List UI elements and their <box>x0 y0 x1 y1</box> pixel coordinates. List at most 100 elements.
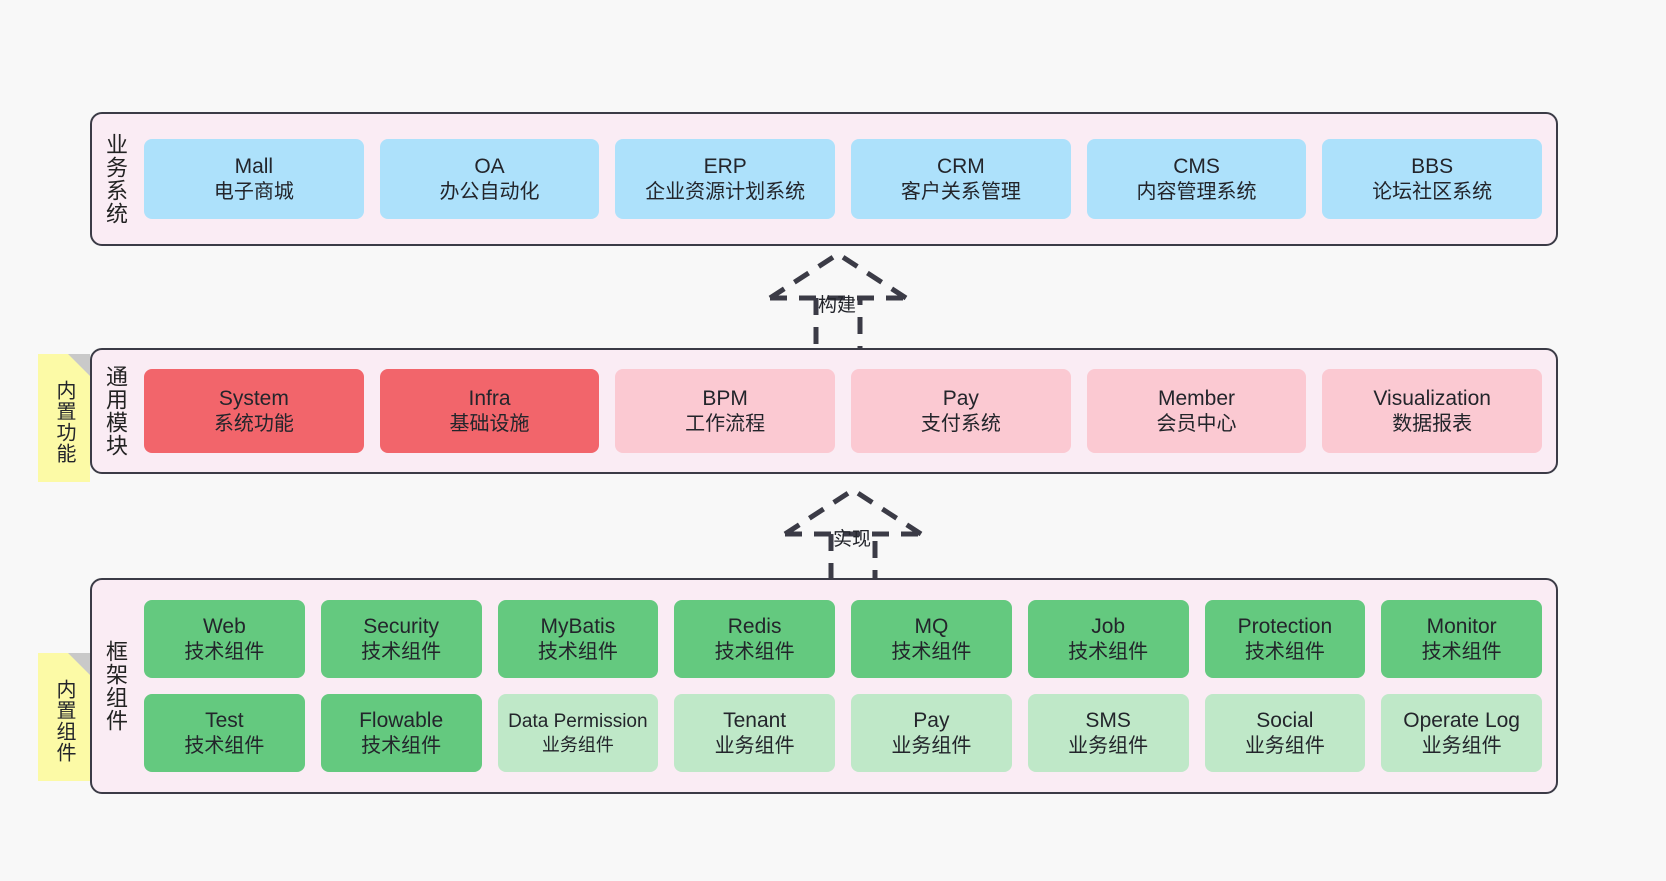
box-subtitle: 企业资源计划系统 <box>645 180 806 203</box>
box-subtitle: 业务组件 <box>1421 734 1502 757</box>
layer-title-common-modules: 通用模块 <box>102 365 128 457</box>
box-subtitle: 内容管理系统 <box>1136 180 1257 203</box>
box-title: CMS <box>1173 154 1220 178</box>
box-subtitle: 技术组件 <box>891 640 972 663</box>
box-title: BBS <box>1411 154 1454 178</box>
connector-build-label: 构建 <box>818 295 857 316</box>
box-subtitle: 业务组件 <box>541 734 614 755</box>
layer-title-framework-components: 框架组件 <box>102 640 128 732</box>
box-security[interactable]: Security 技术组件 <box>320 600 482 678</box>
cell-row: Test 技术组件 Flowable 技术组件 Data Permission … <box>144 694 1542 772</box>
box-subtitle: 基础设施 <box>449 412 530 435</box>
box-crm[interactable]: CRM 客户关系管理 <box>851 139 1071 219</box>
box-subtitle: 技术组件 <box>714 640 795 663</box>
sticky-note-builtin-features: 内置功能 <box>38 354 90 482</box>
connector-build-arrow <box>768 251 908 355</box>
box-subtitle: 业务组件 <box>1068 734 1149 757</box>
box-cms[interactable]: CMS 内容管理系统 <box>1086 139 1307 219</box>
box-title: Tenant <box>723 708 787 732</box>
box-social[interactable]: Social 业务组件 <box>1204 694 1366 772</box>
box-subtitle: 技术组件 <box>361 640 442 663</box>
box-title: Operate Log <box>1403 708 1520 732</box>
cell-row: Web 技术组件 Security 技术组件 MyBatis 技术组件 Redi… <box>144 600 1542 678</box>
layer-business-systems: 业务系统 Mall 电子商城 OA 办公自动化 ERP 企业资源计划系统 CRM… <box>90 112 1558 246</box>
box-subtitle: 技术组件 <box>184 734 265 757</box>
box-sms[interactable]: SMS 业务组件 <box>1027 694 1189 772</box>
box-subtitle: 电子商城 <box>213 180 294 203</box>
box-subtitle: 业务组件 <box>1244 734 1325 757</box>
box-title: Job <box>1091 614 1126 638</box>
cell-row: Mall 电子商城 OA 办公自动化 ERP 企业资源计划系统 CRM 客户关系… <box>144 139 1543 219</box>
box-subtitle: 工作流程 <box>685 412 766 435</box>
box-title: Data Permission <box>508 711 648 733</box>
box-title: SMS <box>1085 708 1131 732</box>
box-mall[interactable]: Mall 电子商城 <box>144 139 364 219</box>
box-subtitle: 技术组件 <box>361 734 442 757</box>
layer-body-business-systems: Mall 电子商城 OA 办公自动化 ERP 企业资源计划系统 CRM 客户关系… <box>138 114 1556 244</box>
box-title: CRM <box>936 154 985 178</box>
layer-body-framework-components: Web 技术组件 Security 技术组件 MyBatis 技术组件 Redi… <box>138 580 1556 792</box>
box-title: Test <box>205 708 244 732</box>
box-test[interactable]: Test 技术组件 <box>144 694 305 772</box>
layer-title-business-systems: 业务系统 <box>102 133 128 225</box>
box-title: Monitor <box>1426 614 1497 638</box>
box-system[interactable]: System 系统功能 <box>144 369 364 453</box>
box-title: Infra <box>468 386 511 410</box>
box-title: Flowable <box>359 708 444 732</box>
box-tenant[interactable]: Tenant 业务组件 <box>674 694 835 772</box>
box-visualization[interactable]: Visualization 数据报表 <box>1322 369 1543 453</box>
box-title: Pay <box>942 386 979 410</box>
box-title: Social <box>1256 708 1314 732</box>
box-web[interactable]: Web 技术组件 <box>144 600 305 678</box>
box-subtitle: 会员中心 <box>1156 412 1237 435</box>
box-operate-log[interactable]: Operate Log 业务组件 <box>1381 694 1542 772</box>
box-pay-component[interactable]: Pay 业务组件 <box>851 694 1012 772</box>
box-monitor[interactable]: Monitor 技术组件 <box>1381 600 1542 678</box>
box-title: Protection <box>1237 614 1333 638</box>
box-erp[interactable]: ERP 企业资源计划系统 <box>615 139 836 219</box>
box-title: Mall <box>234 154 274 178</box>
sticky-note-label: 内置组件 <box>53 679 75 763</box>
box-member[interactable]: Member 会员中心 <box>1086 369 1307 453</box>
box-subtitle: 支付系统 <box>920 412 1001 435</box>
box-subtitle: 技术组件 <box>184 640 265 663</box>
box-subtitle: 技术组件 <box>537 640 618 663</box>
box-title: Web <box>202 614 246 638</box>
box-infra[interactable]: Infra 基础设施 <box>379 369 600 453</box>
box-title: OA <box>474 154 505 178</box>
layer-framework-components: 框架组件 Web 技术组件 Security 技术组件 MyBatis 技术组件… <box>90 578 1558 794</box>
box-title: Security <box>363 614 440 638</box>
box-subtitle: 业务组件 <box>714 734 795 757</box>
box-title: MyBatis <box>540 614 616 638</box>
box-title: Pay <box>913 708 950 732</box>
cell-row: System 系统功能 Infra 基础设施 BPM 工作流程 Pay 支付系统… <box>144 369 1543 453</box>
box-title: Member <box>1158 386 1236 410</box>
box-job[interactable]: Job 技术组件 <box>1027 600 1189 678</box>
box-subtitle: 技术组件 <box>1244 640 1325 663</box>
box-subtitle: 数据报表 <box>1392 412 1473 435</box>
box-redis[interactable]: Redis 技术组件 <box>674 600 835 678</box>
box-mq[interactable]: MQ 技术组件 <box>851 600 1012 678</box>
box-pay[interactable]: Pay 支付系统 <box>851 369 1071 453</box>
layer-body-common-modules: System 系统功能 Infra 基础设施 BPM 工作流程 Pay 支付系统… <box>138 350 1556 472</box>
box-flowable[interactable]: Flowable 技术组件 <box>320 694 482 772</box>
box-subtitle: 系统功能 <box>213 412 294 435</box>
box-subtitle: 技术组件 <box>1421 640 1502 663</box>
sticky-note-builtin-components: 内置组件 <box>38 653 90 781</box>
box-title: Visualization <box>1373 386 1491 410</box>
box-protection[interactable]: Protection 技术组件 <box>1204 600 1366 678</box>
box-oa[interactable]: OA 办公自动化 <box>379 139 600 219</box>
box-title: System <box>218 386 289 410</box>
box-subtitle: 技术组件 <box>1068 640 1149 663</box>
connector-implement-label: 实现 <box>833 529 872 550</box>
box-data-permission[interactable]: Data Permission 业务组件 <box>497 694 659 772</box>
box-subtitle: 客户关系管理 <box>900 180 1021 203</box>
box-mybatis[interactable]: MyBatis 技术组件 <box>497 600 659 678</box>
box-bpm[interactable]: BPM 工作流程 <box>615 369 836 453</box>
box-title: MQ <box>914 614 949 638</box>
layer-common-modules: 通用模块 System 系统功能 Infra 基础设施 BPM 工作流程 Pay… <box>90 348 1558 474</box>
box-title: BPM <box>702 386 748 410</box>
box-bbs[interactable]: BBS 论坛社区系统 <box>1322 139 1543 219</box>
note-fold-icon <box>68 653 90 675</box>
